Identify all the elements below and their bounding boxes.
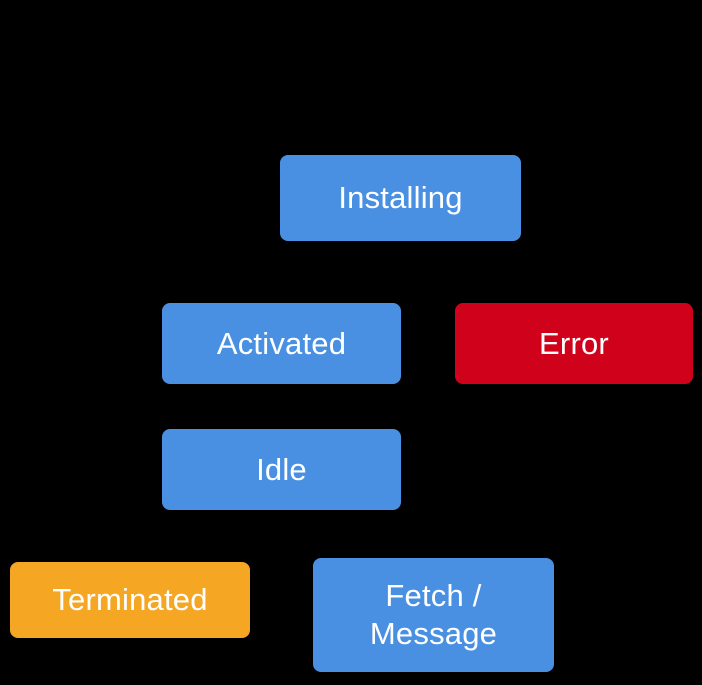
- node-fetch-message-label: Fetch / Message: [369, 578, 498, 651]
- node-idle-label: Idle: [256, 451, 307, 487]
- node-activated[interactable]: Activated: [162, 303, 401, 384]
- node-error-label: Error: [539, 325, 609, 361]
- node-installing-label: Installing: [338, 180, 463, 216]
- node-idle[interactable]: Idle: [162, 429, 401, 510]
- node-terminated-label: Terminated: [52, 582, 208, 618]
- node-fetch-message[interactable]: Fetch / Message: [313, 558, 554, 672]
- node-terminated[interactable]: Terminated: [10, 562, 250, 638]
- node-activated-label: Activated: [216, 325, 347, 361]
- node-error[interactable]: Error: [455, 303, 693, 384]
- node-installing[interactable]: Installing: [280, 155, 521, 241]
